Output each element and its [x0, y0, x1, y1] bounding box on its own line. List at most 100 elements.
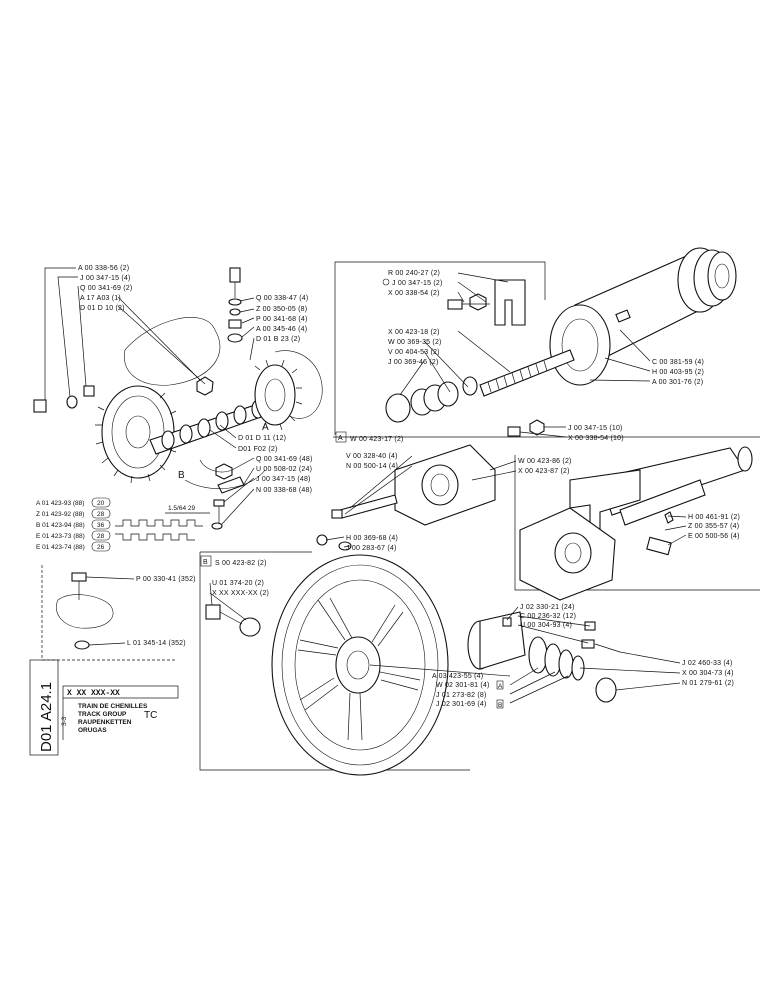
label: H 00 369-68 (4): [346, 535, 398, 542]
label: V 00 328-40 (4): [346, 453, 398, 460]
title-fr: TRAIN DE CHENILLES: [78, 703, 148, 710]
label: H 00 461-91 (2): [688, 514, 740, 521]
model-code: TC: [144, 710, 157, 721]
label: C 00 236-32 (12): [520, 613, 576, 620]
label: Z 00 355-57 (4): [688, 523, 739, 530]
label: R 00 240-27 (2): [388, 270, 440, 277]
label: W 00 369-35 (2): [388, 339, 442, 346]
group-a-header: A W 00 423-17 (2): [335, 431, 404, 443]
label: J 02 301-69 (4): [436, 701, 486, 708]
label: Q 00 338-47 (4): [256, 295, 308, 302]
sprocket-assembly-drawing: [33, 267, 323, 530]
leader-lines: [44, 267, 687, 704]
chain-box-value: 36: [97, 522, 105, 529]
labels-top-left: A 00 338-56 (2) J 00 347-15 (4) Q 00 341…: [78, 265, 132, 312]
group-b-code: S 00 423-82 (2): [215, 560, 267, 567]
label: E 01 423-73 (88): [36, 533, 85, 540]
labels-hub: J 02 330-21 (24) C 00 236-32 (12) U 00 3…: [432, 604, 734, 709]
label: E 01 423-74 (88): [36, 544, 85, 551]
label: A 00 301-76 (2): [652, 379, 703, 386]
label: J 00 347-15 (4): [80, 275, 130, 282]
label: D 01 B 23 (2): [256, 336, 300, 343]
tensioner-drawing: [316, 444, 496, 551]
label: W 02 301-81 (4): [436, 682, 490, 689]
title-de: RAUPENKETTEN: [78, 719, 132, 726]
labels-nuts: Q 00 341-69 (48) U 00 508-02 (24) J 00 3…: [256, 456, 313, 494]
toothed-wheel-left: [101, 385, 175, 479]
label: Q 00 341-69 (48): [256, 456, 313, 463]
label: X XX XXX-XX (2): [212, 590, 269, 597]
label: J 02 330-21 (24): [520, 604, 575, 611]
group-letter: B: [203, 559, 208, 566]
label: E 00 500-56 (4): [688, 533, 740, 540]
label: D01 F02 (2): [238, 446, 278, 453]
labels-tensioner: V 00 328-40 (4) N 00 500-14 (4) W 00 423…: [346, 453, 572, 552]
label: X 00 423-87 (2): [518, 468, 570, 475]
label: Q 00 341-69 (2): [80, 285, 132, 292]
label: N 01 279-61 (2): [682, 680, 734, 687]
part-code: X XX XXX-XX: [67, 689, 120, 698]
labels-roller: U 01 374-20 (2) X XX XXX-XX (2): [212, 580, 269, 597]
labels-sprocket: Q 00 338-47 (4) Z 00 350-05 (8) P 00 341…: [256, 295, 308, 343]
label: A 00 338-56 (2): [78, 265, 129, 272]
label: W 00 423-86 (2): [518, 458, 572, 465]
chain-box-value: 28: [97, 533, 105, 540]
label: U 00 304-93 (4): [520, 622, 572, 629]
cylinder-drawing: [385, 247, 737, 437]
chain-box-value: 26: [97, 544, 105, 551]
hub-mark: B: [498, 702, 502, 709]
label: X 00 423-18 (2): [388, 329, 440, 336]
group-a-code: W 00 423-17 (2): [350, 436, 404, 443]
label: J 00 369-46 (2): [388, 359, 438, 366]
group-b-header: B S 00 423-82 (2): [200, 555, 267, 567]
hub-drawing: [467, 611, 621, 703]
section-letter-a: A: [262, 422, 269, 433]
label: X 00 338-54 (2): [388, 290, 440, 297]
label: V 00 404-53 (2): [388, 349, 440, 356]
label: A 01 423-93 (88): [36, 500, 84, 507]
label: Z 00 350-05 (8): [256, 306, 307, 313]
labels-cylinder: R 00 240-27 (2) J 00 347-15 (2) X 00 338…: [382, 270, 704, 442]
section-letter-b: B: [178, 470, 185, 481]
label: P 00 341-68 (4): [256, 316, 308, 323]
page-mark: 3-3: [61, 716, 68, 726]
label: J 00 347-15 (48): [256, 476, 311, 483]
chain-pitch: 1.5/64 29: [168, 505, 195, 512]
label: J 00 347-15 (2): [392, 280, 442, 287]
label: D 01 D 11 (12): [238, 435, 286, 442]
label: L 01 345-14 (352): [127, 640, 186, 647]
label: J 00 347-15 (10): [568, 425, 623, 432]
label: H 00 403-95 (2): [652, 369, 704, 376]
labels-sprocket-bottom: D 01 D 11 (12) D01 F02 (2): [238, 435, 286, 453]
group-letter: A: [338, 435, 343, 442]
title-block: D01 A24.1 X XX XXX-XX TRAIN DE CHENILLES…: [29, 659, 179, 756]
fork-drawing: [519, 446, 753, 601]
labels-guard: P 00 330-41 (352) L 01 345-14 (352): [127, 576, 196, 647]
chain-box-value: 20: [97, 500, 105, 507]
label: X 00 304-73 (4): [682, 670, 734, 677]
label: U 01 374-20 (2): [212, 580, 264, 587]
label: A 17 A03 (1): [80, 295, 121, 302]
chain-profile-drawing: [115, 512, 210, 541]
hub-mark: A: [498, 683, 503, 690]
doc-number-box: [29, 659, 59, 756]
label: X 00 338-54 (10): [568, 435, 624, 442]
chain-box-value: 28: [97, 511, 105, 518]
title-en: TRACK GROUP: [78, 711, 127, 718]
label: N 00 500-14 (4): [346, 463, 398, 470]
label: A 00 345-46 (4): [256, 326, 307, 333]
label: A 03 423-55 (4): [432, 673, 483, 680]
labels-chain: A 01 423-93 (88) Z 01 423-92 (88) B 01 4…: [36, 497, 195, 552]
label: D 01 D 10 (2): [80, 305, 125, 312]
labels-fork: H 00 461-91 (2) Z 00 355-57 (4) E 00 500…: [688, 514, 740, 540]
label: B 01 423-94 (88): [36, 522, 85, 529]
label: J 01 273-82 (8): [436, 692, 486, 699]
center-sprocket: [254, 364, 296, 426]
title-es: ORUGAS: [78, 727, 107, 734]
label: P 00 330-41 (352): [136, 576, 196, 583]
idler-wheel-drawing: [205, 554, 449, 776]
label: J 02 460-33 (4): [682, 660, 732, 667]
label: C 00 381-59 (4): [652, 359, 704, 366]
